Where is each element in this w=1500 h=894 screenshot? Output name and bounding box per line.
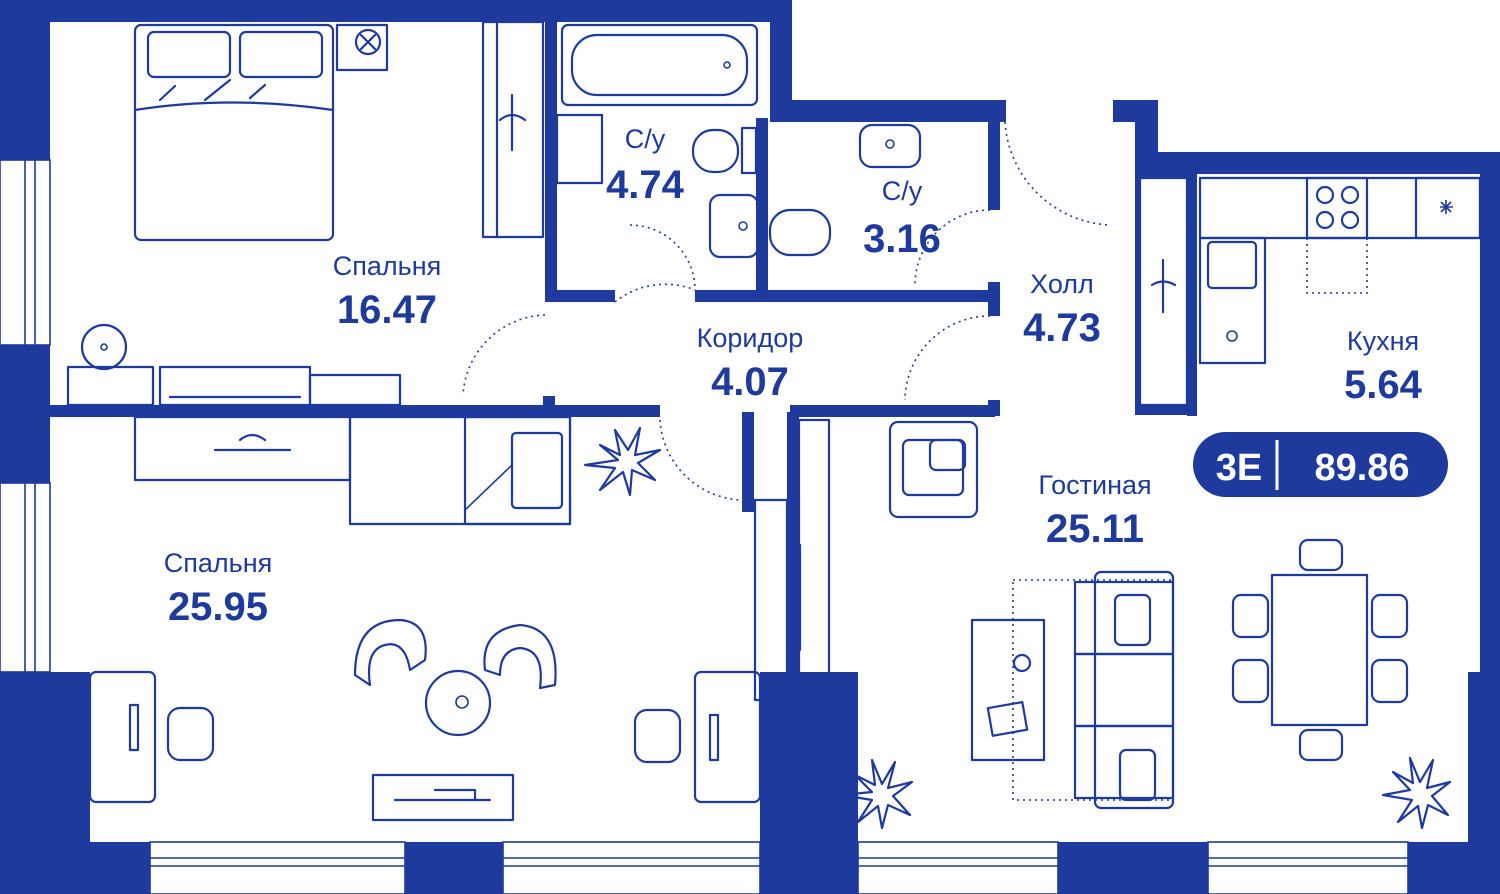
room-area: 4.07 bbox=[711, 360, 789, 404]
room-area: 5.64 bbox=[1344, 363, 1423, 407]
desk-right-icon bbox=[633, 670, 762, 804]
wardrobe-icon bbox=[481, 20, 545, 239]
room-name: С/у bbox=[625, 124, 666, 154]
armchair-living-icon bbox=[888, 420, 979, 519]
room-label-hall: Холл 4.73 bbox=[1023, 269, 1101, 350]
armchair-icon bbox=[353, 618, 557, 737]
room-area: 16.47 bbox=[337, 288, 437, 332]
dining-table-icon bbox=[1231, 538, 1409, 762]
wall-cabinet-icon bbox=[753, 418, 836, 792]
sink-icon bbox=[708, 193, 832, 259]
toilet-icon bbox=[555, 113, 758, 185]
room-name: Холл bbox=[1030, 269, 1094, 299]
room-name: Спальня bbox=[333, 251, 442, 281]
room-name: С/у bbox=[882, 176, 923, 206]
apartment-total-area: 89.86 bbox=[1314, 447, 1409, 489]
desk-icon bbox=[348, 415, 572, 526]
room-name: Гостиная bbox=[1038, 470, 1151, 500]
plant-icon bbox=[583, 426, 662, 497]
room-area: 25.11 bbox=[1046, 507, 1144, 551]
sofa-icon bbox=[1073, 570, 1175, 810]
plant-icon-3 bbox=[1381, 756, 1452, 830]
room-label-living: Гостиная 25.11 bbox=[1038, 470, 1151, 551]
nightstand-lamp-icon bbox=[335, 23, 389, 72]
dresser-icon bbox=[66, 323, 402, 407]
room-name: Кухня bbox=[1347, 326, 1419, 356]
door-swing-icon bbox=[462, 121, 1111, 501]
bed-icon bbox=[133, 23, 335, 242]
room-label-bath1: С/у 4.74 bbox=[606, 124, 685, 207]
room-area: 4.73 bbox=[1023, 306, 1101, 350]
room-label-kitchen: Кухня 5.64 bbox=[1344, 326, 1423, 407]
coffee-table-icon bbox=[970, 579, 1174, 801]
room-label-corridor: Коридор 4.07 bbox=[697, 323, 804, 404]
plant-icon-2 bbox=[840, 758, 914, 830]
wardrobe-icon-hall bbox=[1138, 176, 1189, 407]
room-name: Спальня bbox=[164, 548, 273, 578]
room-area: 3.16 bbox=[863, 217, 941, 261]
room-area: 4.74 bbox=[606, 163, 685, 207]
desk-left-icon bbox=[88, 670, 215, 804]
wardrobe-icon-2 bbox=[133, 415, 352, 482]
apartment-type: 3Е bbox=[1216, 447, 1262, 489]
stove-icon bbox=[1198, 176, 1482, 365]
room-label-bedroom1: Спальня 16.47 bbox=[333, 251, 442, 332]
room-area: 25.95 bbox=[168, 585, 268, 629]
room-label-bedroom2: Спальня 25.95 bbox=[164, 548, 273, 629]
tv-icon bbox=[371, 773, 515, 822]
room-name: Коридор bbox=[697, 323, 804, 353]
sink-icon-2 bbox=[858, 123, 922, 169]
room-label-bath2: С/у 3.16 bbox=[863, 176, 941, 261]
apartment-badge: 3Е 89.86 bbox=[1193, 432, 1448, 497]
windows bbox=[0, 159, 1409, 894]
bathtub-icon bbox=[560, 23, 759, 107]
